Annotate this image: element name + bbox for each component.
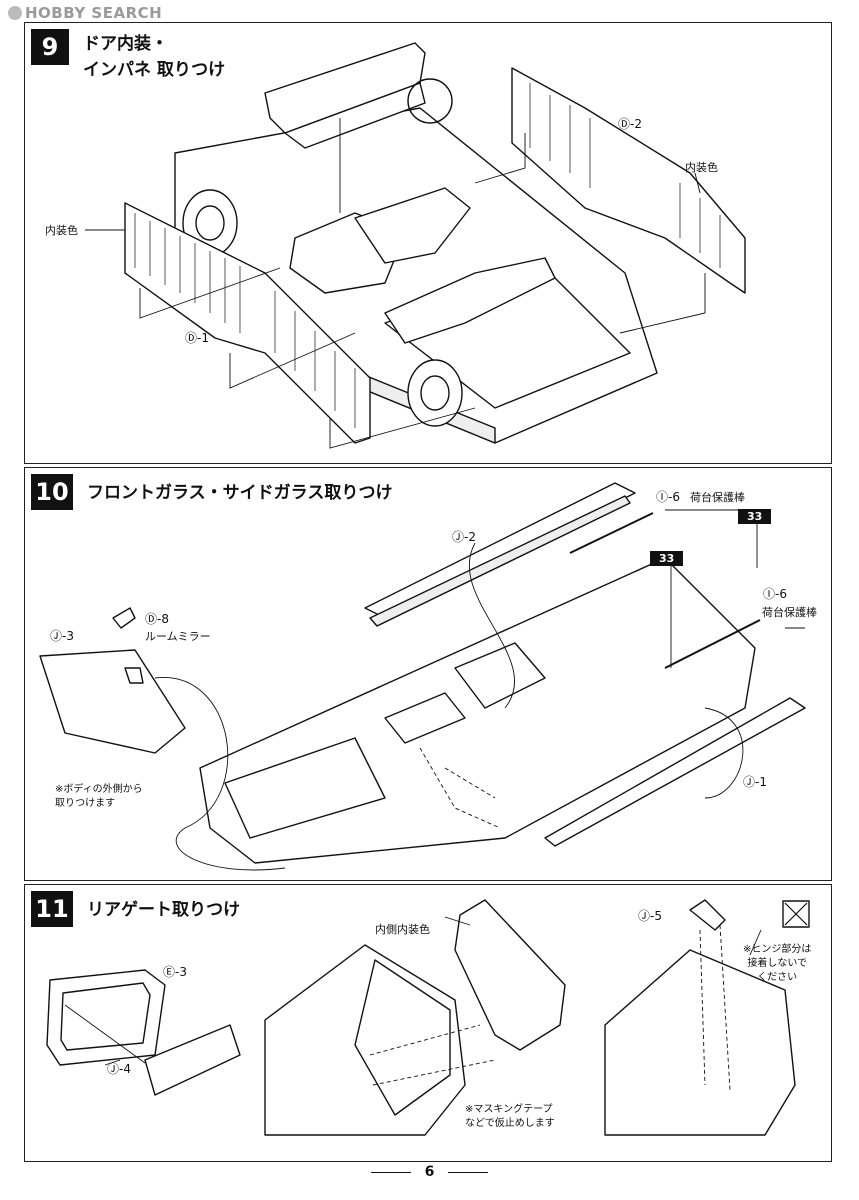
step-10-number: 10 <box>31 474 73 510</box>
step-9-illustration <box>85 42 746 449</box>
note-hinge-line3: ください <box>757 972 798 983</box>
page-number-rule-left <box>370 1171 411 1173</box>
page-number-text: 6 <box>424 1164 435 1180</box>
note-hinge-line2: 接着しないで <box>747 958 808 969</box>
part-label-j1: Ⓙ-1 <box>743 775 767 789</box>
step-10-panel: 10 フロントガラス・サイドガラス取りつけ Ⓙ-2 Ⓘ-6 荷台保護棒 33 3… <box>24 467 832 881</box>
color-code-33-b: 33 <box>650 551 684 566</box>
step-9-panel: 9 ドア内装・ インパネ 取りつけ Ⓓ-2 内装色 内装色 Ⓓ-1 <box>24 22 832 464</box>
watermark-text: HOBBY SEARCH <box>25 4 163 22</box>
part-label-d8: Ⓓ-8 <box>145 612 169 626</box>
step-11-number: 11 <box>31 891 73 927</box>
part-label-i6-right: Ⓘ-6 <box>763 587 787 601</box>
watermark: HOBBY SEARCH <box>8 4 162 22</box>
part-label-i6-top: Ⓘ-6 <box>656 490 680 504</box>
step-11-panel: 11 リアゲート取りつけ Ⓔ-3 Ⓙ-4 内側内装色 ※マスキングテープ などで… <box>24 884 832 1162</box>
step-9-title: ドア内装・ インパネ 取りつけ <box>83 31 225 83</box>
note-outside-mount-line2: 取りつけます <box>55 798 116 809</box>
part-label-j4: Ⓙ-4 <box>107 1062 131 1076</box>
interior-color-label-right: 内装色 <box>685 161 718 174</box>
note-masking-tape: ※マスキングテープ などで仮止めします <box>465 1103 555 1131</box>
part-label-d1: Ⓓ-1 <box>185 331 209 345</box>
page-number: 6 <box>0 1164 859 1180</box>
interior-color-label-left: 内装色 <box>45 224 78 237</box>
part-label-j5: Ⓙ-5 <box>638 909 662 923</box>
inner-color-label: 内側内装色 <box>375 923 430 936</box>
part-label-e3: Ⓔ-3 <box>163 965 187 979</box>
room-mirror-label: ルームミラー <box>145 630 211 643</box>
step-11-illustration <box>46 899 810 1136</box>
note-outside-mount: ※ボディの外側から 取りつけます <box>55 783 143 811</box>
step-10-title: フロントガラス・サイドガラス取りつけ <box>87 483 393 503</box>
hobby-search-logo-icon <box>8 6 22 20</box>
page-number-rule-right <box>448 1171 489 1173</box>
part-label-j2: Ⓙ-2 <box>452 530 476 544</box>
step-9-title-line2: インパネ 取りつけ <box>83 60 226 80</box>
step-10-illustration <box>39 482 806 871</box>
note-hinge-line1: ※ヒンジ部分は <box>743 944 812 955</box>
part-label-j3: Ⓙ-3 <box>50 629 74 643</box>
note-masking-tape-line2: などで仮止めします <box>465 1118 555 1129</box>
color-code-33-a: 33 <box>738 509 772 524</box>
note-masking-tape-line1: ※マスキングテープ <box>465 1104 553 1115</box>
part-desc-i6-top: 荷台保護棒 <box>690 491 745 504</box>
part-desc-i6-right: 荷台保護棒 <box>762 606 817 619</box>
step-11-title: リアゲート取りつけ <box>87 900 241 920</box>
step-9-title-line1: ドア内装・ <box>83 34 168 54</box>
note-hinge: ※ヒンジ部分は 接着しないで ください <box>743 943 811 985</box>
part-label-d2: Ⓓ-2 <box>618 117 642 131</box>
step-9-number: 9 <box>31 29 69 65</box>
note-outside-mount-line1: ※ボディの外側から <box>55 784 143 795</box>
